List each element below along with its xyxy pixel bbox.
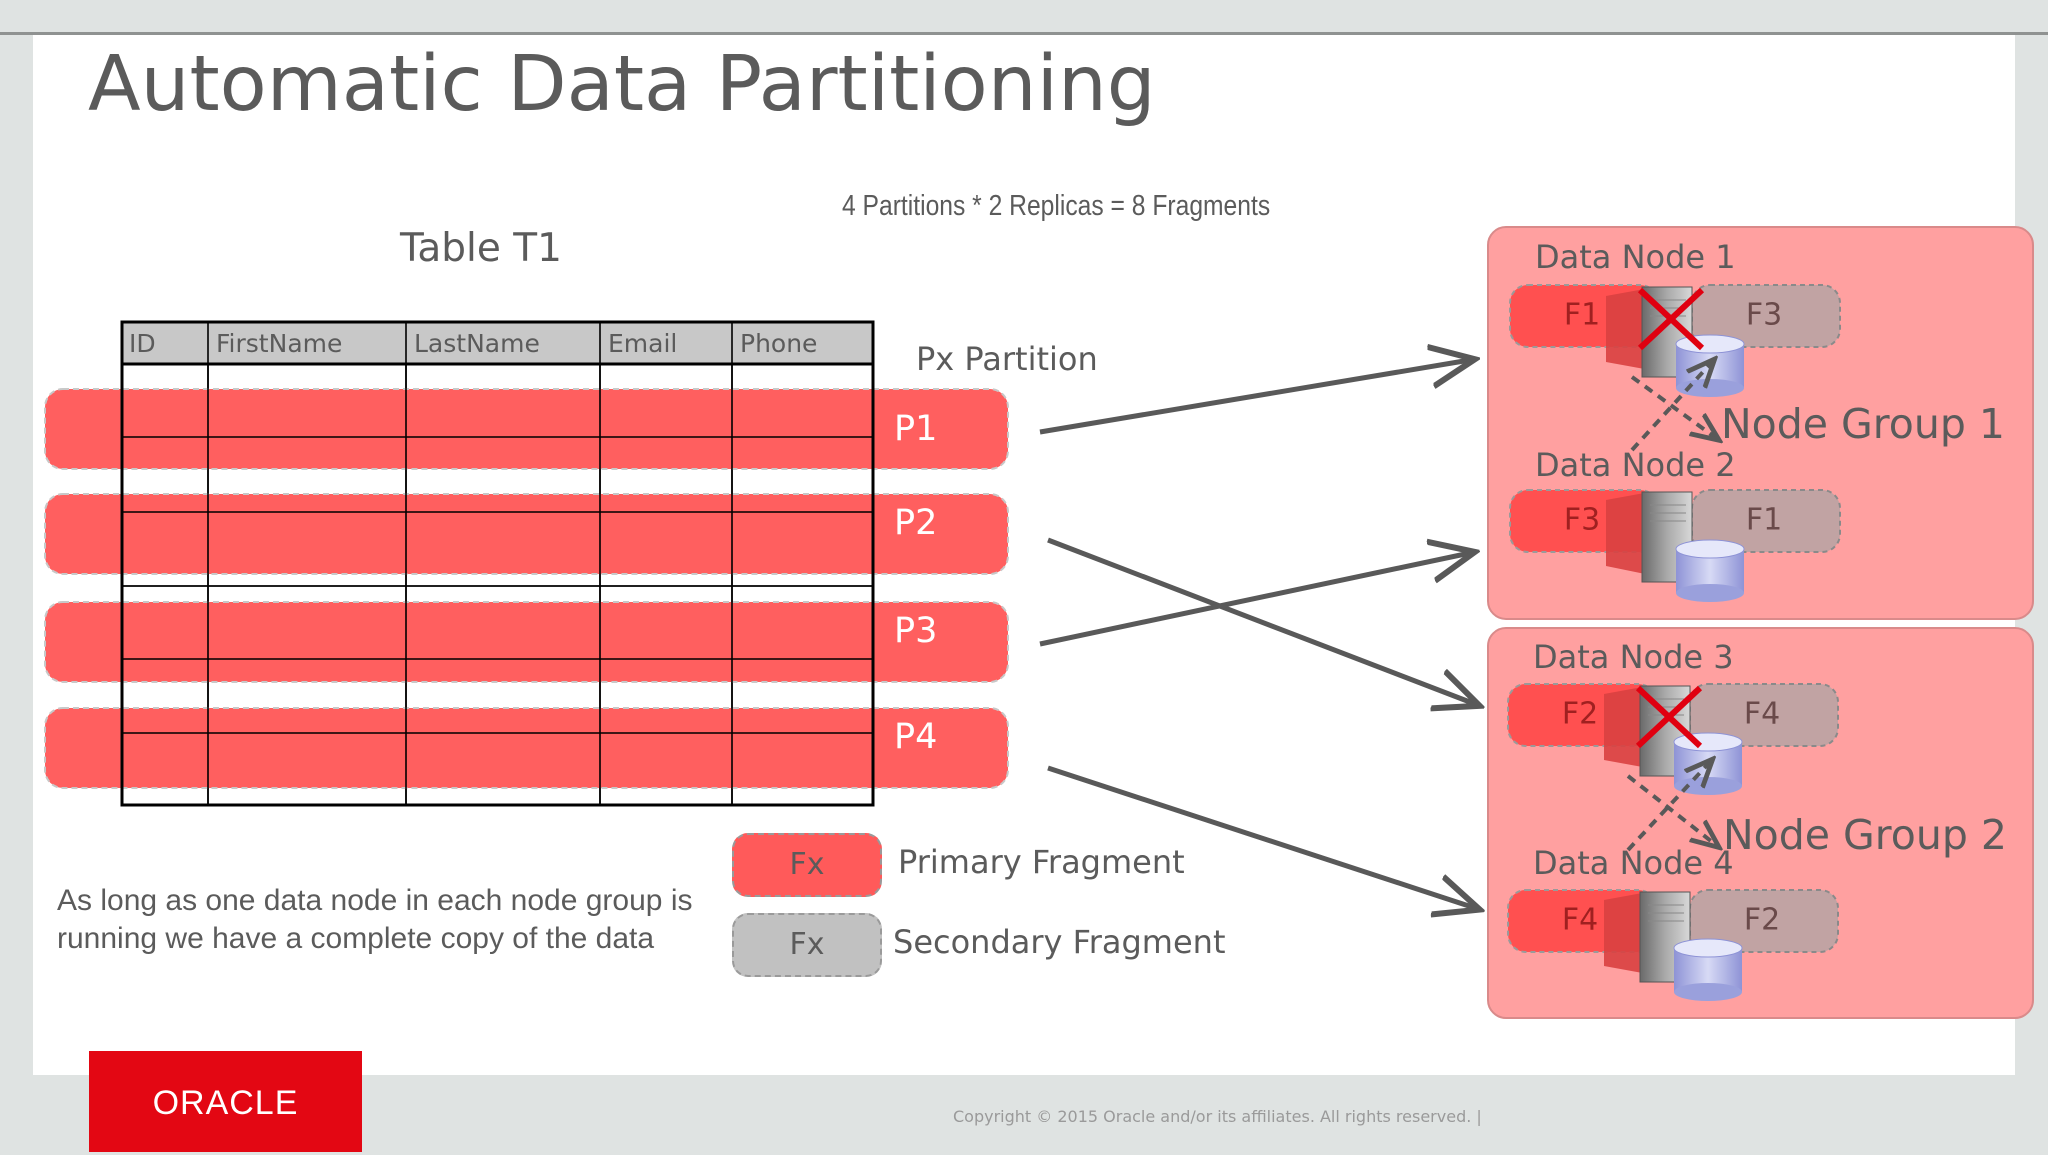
replication-arrows [1626,362,1716,852]
database-icon [1673,938,1743,1001]
partition-bands: P1 P2 P3 P4 [44,322,1009,805]
data-node-2: F3 F1 [1509,489,1841,602]
partition-arrows [1039,360,1475,908]
column-header-phone: Phone [740,329,817,358]
partition-label: P1 [894,409,937,449]
copyright-text: Copyright © 2015 Oracle and/or its affil… [953,1107,1482,1126]
failed-node-mark [1637,287,1705,351]
table-lines-overlay [120,322,875,805]
data-node-1: F1 F3 [1509,284,1841,397]
table-title: Table T1 [400,226,562,271]
partition-label: P2 [894,503,937,543]
replication-arrow [1630,375,1716,438]
replication-arrow [1626,774,1716,845]
primary-fragment-label: F4 [1562,903,1598,938]
partition-p4: P4 [44,707,1009,789]
data-node-name: Data Node 4 [1533,844,1734,882]
oracle-logo: ORACLE [89,1051,362,1152]
primary-fragment-label: F1 [1564,298,1600,333]
node-group-label: Node Group 1 [1721,400,2005,448]
primary-fragment-label: F2 [1562,697,1598,732]
secondary-fragment-label: F1 [1746,503,1782,538]
slide-title: Automatic Data Partitioning [88,40,1156,129]
replication-arrow [1630,362,1712,452]
arrow-p3-node-group-1 [1039,553,1470,647]
failed-node-mark [1635,685,1703,749]
arrow-p4-node-group-2 [1047,765,1475,908]
column-header-email: Email [608,329,677,358]
partition-legend-title: Px Partition [916,340,1098,378]
secondary-fragment-label: F3 [1746,298,1782,333]
partition-label: P3 [894,611,937,651]
partition-p3: P3 [44,601,1009,683]
data-node-name: Data Node 1 [1535,238,1736,276]
fragments-formula: 4 Partitions * 2 Replicas = 8 Fragments [842,190,1271,222]
legend-secondary-label: Secondary Fragment [893,923,1226,961]
secondary-fragment-label: F2 [1744,903,1780,938]
column-header-firstname: FirstName [216,329,342,358]
secondary-fragment-label: F4 [1744,697,1780,732]
node-group-label: Node Group 2 [1723,811,2007,859]
partition-p1: P1 [44,388,1009,470]
primary-fragment-label: F3 [1564,503,1600,538]
availability-note: As long as one data node in each node gr… [57,884,693,955]
data-node-name: Data Node 3 [1533,638,1734,676]
data-node-name: Data Node 2 [1535,446,1736,484]
top-bar [0,0,2048,35]
partition-label: P4 [894,717,937,757]
arrow-p2-node-group-2 [1047,537,1475,704]
partition-p2: P2 [44,493,1009,575]
arrow-p1-node-group-1 [1039,360,1470,435]
server-icon [1606,491,1693,583]
column-header-id: ID [129,329,156,358]
legend-primary-label: Primary Fragment [898,843,1185,881]
server-icon [1604,891,1691,983]
replication-arrow [1626,762,1710,852]
legend-primary-swatch: Fx [732,833,882,897]
database-icon [1675,539,1745,602]
data-node-4: F4 F2 [1507,889,1839,1001]
legend-secondary-swatch: Fx [732,913,882,977]
column-header-lastname: LastName [414,329,540,358]
